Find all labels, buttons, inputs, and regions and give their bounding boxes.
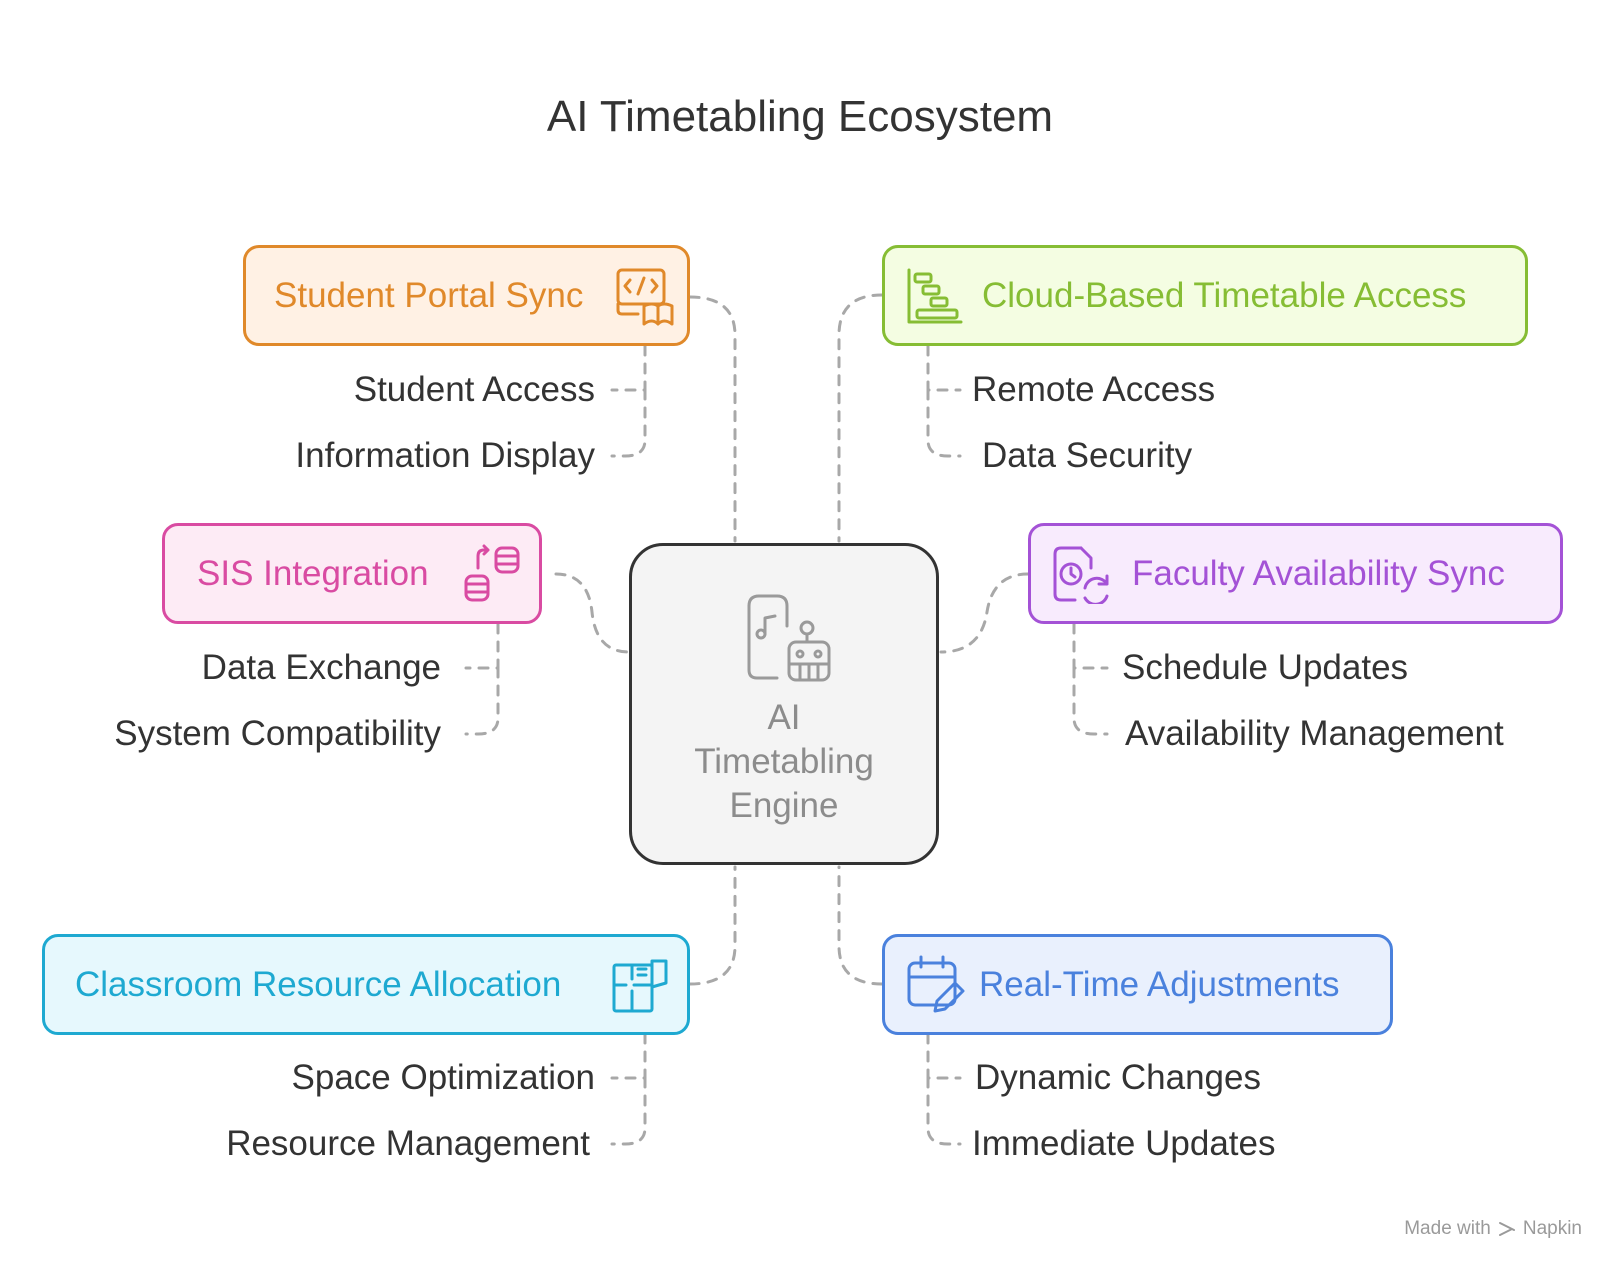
node-student-portal-sync: Student Portal Sync <box>243 245 690 346</box>
item-dynamic-changes: Dynamic Changes <box>975 1058 1261 1097</box>
credit-brand: Napkin <box>1522 1218 1582 1239</box>
connector-resource-management <box>610 1076 647 1146</box>
node-label: Student Portal Sync <box>274 275 584 315</box>
item-student-access: Student Access <box>353 370 595 409</box>
gantt-chart-icon <box>907 268 963 323</box>
node-label: Faculty Availability Sync <box>1132 553 1505 593</box>
code-book-icon <box>616 268 674 325</box>
item-remote-access: Remote Access <box>972 370 1216 409</box>
calendar-clock-sync-icon <box>1053 546 1109 604</box>
diagram-title: AI Timetabling Ecosystem <box>546 92 1054 141</box>
connector-student-access <box>610 344 647 392</box>
item-data-security: Data Security <box>982 436 1193 475</box>
connector-data-exchange <box>464 622 500 670</box>
connector-data-security <box>926 388 962 458</box>
item-availability-management: Availability Management <box>1125 714 1504 753</box>
connector-dynamic-changes <box>926 1032 962 1080</box>
node-cloud-based-timetable-access: Cloud-Based Timetable Access <box>882 245 1528 346</box>
floor-plan-icon <box>612 959 668 1012</box>
connector-realtime <box>837 865 884 986</box>
item-resource-management: Resource Management <box>226 1124 590 1163</box>
connector-information-display <box>610 388 647 458</box>
node-classroom-resource-allocation: Classroom Resource Allocation <box>42 934 690 1035</box>
connector-immediate-updates <box>926 1076 962 1146</box>
connector-cloud-access <box>837 293 884 543</box>
calendar-edit-icon <box>907 955 965 1012</box>
node-label: SIS Integration <box>197 553 429 593</box>
node-label: Cloud-Based Timetable Access <box>982 275 1467 315</box>
connector-student-portal <box>688 295 737 543</box>
item-information-display: Information Display <box>295 436 595 475</box>
connector-faculty-sync <box>939 572 1030 654</box>
item-immediate-updates: Immediate Updates <box>972 1124 1276 1163</box>
connector-remote-access <box>926 344 962 392</box>
credit-text: Made with <box>1404 1218 1491 1239</box>
node-label: Real-Time Adjustments <box>979 964 1340 1004</box>
item-data-exchange: Data Exchange <box>201 648 441 687</box>
node-faculty-availability-sync: Faculty Availability Sync <box>1028 523 1563 624</box>
connector-schedule-updates <box>1072 622 1109 670</box>
connector-system-compatibility <box>464 666 500 736</box>
napkin-logo-icon <box>1498 1222 1515 1236</box>
node-sis-integration: SIS Integration <box>162 523 542 624</box>
made-with-credit[interactable]: Made with Napkin <box>1404 1218 1582 1240</box>
item-schedule-updates: Schedule Updates <box>1122 648 1409 687</box>
connector-sis-integration <box>554 572 631 654</box>
connector-availability-management <box>1072 666 1109 736</box>
item-space-optimization: Space Optimization <box>291 1058 595 1097</box>
connector-classroom <box>688 865 737 986</box>
node-real-time-adjustments: Real-Time Adjustments <box>882 934 1393 1035</box>
node-label: Classroom Resource Allocation <box>75 964 562 1004</box>
connector-space-optimization <box>610 1032 647 1080</box>
item-system-compatibility: System Compatibility <box>114 714 441 753</box>
ai-robot-phone-icon <box>747 594 831 682</box>
database-sync-icon <box>464 544 520 601</box>
